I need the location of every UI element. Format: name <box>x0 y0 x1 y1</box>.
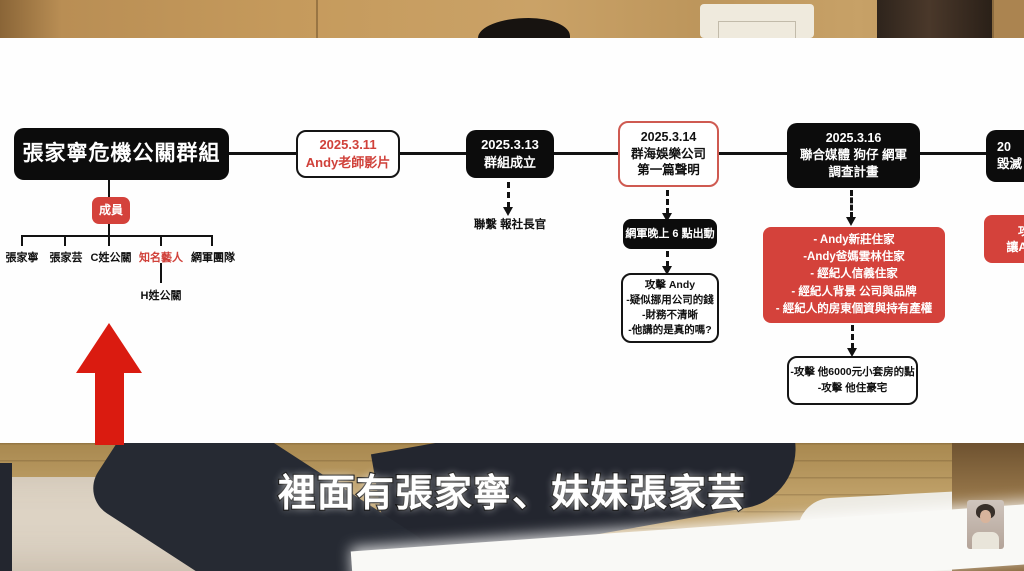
light-switch-plate <box>700 4 814 38</box>
attack-item: -疑似挪用公司的錢 <box>626 293 714 306</box>
event-line: 調查計畫 <box>828 164 879 179</box>
event-line: Andy老師影片 <box>305 155 391 170</box>
background-room-top <box>0 0 1024 38</box>
target-item: - 經紀人的房東個資與持有產權 <box>775 302 933 315</box>
subtitle-text: 裡面有張家寧、妹妹張家芸 <box>277 472 746 516</box>
event-date: 2025.3.16 <box>825 131 882 146</box>
dashed-connector <box>666 190 669 214</box>
tree-line <box>64 235 66 246</box>
arrowhead-down-icon <box>662 213 672 222</box>
event-line: 群組成立 <box>483 155 536 170</box>
up-arrow-icon <box>76 323 142 373</box>
red-box-line: 攻 <box>1017 223 1024 238</box>
members-box: 成員 <box>92 197 130 224</box>
wood-seam <box>316 0 318 38</box>
arrowhead-down-icon <box>846 217 856 226</box>
attack-item: -財務不清晰 <box>642 309 698 321</box>
member-label: 網軍團隊 <box>191 252 235 264</box>
attack-title: 攻擊 Andy <box>644 278 696 291</box>
member-label-highlighted: 知名藝人 <box>139 252 183 264</box>
action-box: 網軍晚上 6 點出動 <box>623 219 717 249</box>
attack-item: -他講的是真的嗎? <box>628 324 712 337</box>
tree-line <box>108 178 110 198</box>
wood-panel-right <box>992 0 1024 38</box>
tree-line <box>108 224 110 235</box>
member-sub-label: H姓公關 <box>140 290 182 302</box>
event-line: 聯合媒體 狗仔 網軍 <box>800 148 907 163</box>
root-group-box: 張家寧危機公關群組 <box>14 128 229 180</box>
target-item: - Andy新莊住家 <box>813 233 895 246</box>
tree-line <box>160 263 162 283</box>
event-note: 聯繫 報社長官 <box>473 219 547 231</box>
tree-line <box>21 235 23 246</box>
root-group-title: 張家寧危機公關群組 <box>22 141 221 165</box>
video-subtitle: 裡面有張家寧、妹妹張家芸 <box>0 462 1024 517</box>
event-box-2025-3-11: 2025.3.11 Andy老師影片 <box>296 130 400 178</box>
dashed-connector <box>851 325 854 349</box>
frame-left-edge <box>0 463 12 571</box>
avatar-face <box>980 510 991 523</box>
target-item: - 經紀人信義住家 <box>810 268 898 281</box>
action-label: 網軍晚上 6 點出動 <box>625 227 715 240</box>
event-line: 群海娛樂公司 <box>630 146 706 161</box>
member-label: C姓公關 <box>90 252 132 264</box>
event-box-2025-3-13: 2025.3.13 群組成立 <box>466 130 554 178</box>
avatar-body <box>972 532 999 549</box>
event-box-partial: 20 毀滅 <box>986 130 1024 182</box>
attack-housing-box: -攻擊 他6000元小套房的點 -攻擊 他住豪宅 <box>787 356 918 405</box>
dashed-connector <box>666 251 669 267</box>
attack-item: -攻擊 他6000元小套房的點 <box>790 365 915 378</box>
target-item: - 經紀人背景 公司與品牌 <box>791 285 917 298</box>
member-label: 張家芸 <box>49 252 83 264</box>
background-room-bottom <box>0 443 1024 571</box>
tree-branch-line <box>21 235 213 237</box>
person-hair-top <box>478 18 570 38</box>
red-box-line: 讓And <box>1006 240 1024 254</box>
event-box-2025-3-14: 2025.3.14 群海娛樂公司 第一篇聲明 <box>618 121 719 187</box>
attack-item: -攻擊 他住豪宅 <box>817 381 888 394</box>
up-arrow-shaft <box>95 371 124 445</box>
tree-line <box>160 235 162 246</box>
dashed-connector <box>850 190 853 218</box>
target-item: -Andy爸媽雲林住家 <box>803 251 905 264</box>
attack-andy-box: 攻擊 Andy -疑似挪用公司的錢 -財務不清晰 -他講的是真的嗎? <box>621 273 719 343</box>
tree-line <box>211 235 213 246</box>
tree-line <box>108 235 110 246</box>
arrowhead-down-icon <box>503 207 513 216</box>
members-label: 成員 <box>98 203 123 218</box>
event-date: 2025.3.13 <box>481 137 539 153</box>
guest-avatar-thumbnail <box>967 500 1004 549</box>
red-box-partial: 攻 讓And <box>984 215 1024 263</box>
dark-wood-panel <box>877 0 992 38</box>
arrowhead-down-icon <box>662 266 672 275</box>
switch-plate-inner <box>718 21 796 38</box>
event-line: 毀滅 <box>997 157 1023 171</box>
dashed-connector <box>507 182 510 208</box>
event-date: 20 <box>997 140 1011 155</box>
investigation-targets-box: - Andy新莊住家 -Andy爸媽雲林住家 - 經紀人信義住家 - 經紀人背景… <box>763 227 945 323</box>
event-date: 2025.3.11 <box>319 137 377 153</box>
member-label: 張家寧 <box>5 252 39 264</box>
event-box-2025-3-16: 2025.3.16 聯合媒體 狗仔 網軍 調查計畫 <box>787 123 920 188</box>
event-line: 第一篇聲明 <box>637 163 700 178</box>
arrowhead-down-icon <box>847 348 857 357</box>
event-date: 2025.3.14 <box>640 129 697 144</box>
